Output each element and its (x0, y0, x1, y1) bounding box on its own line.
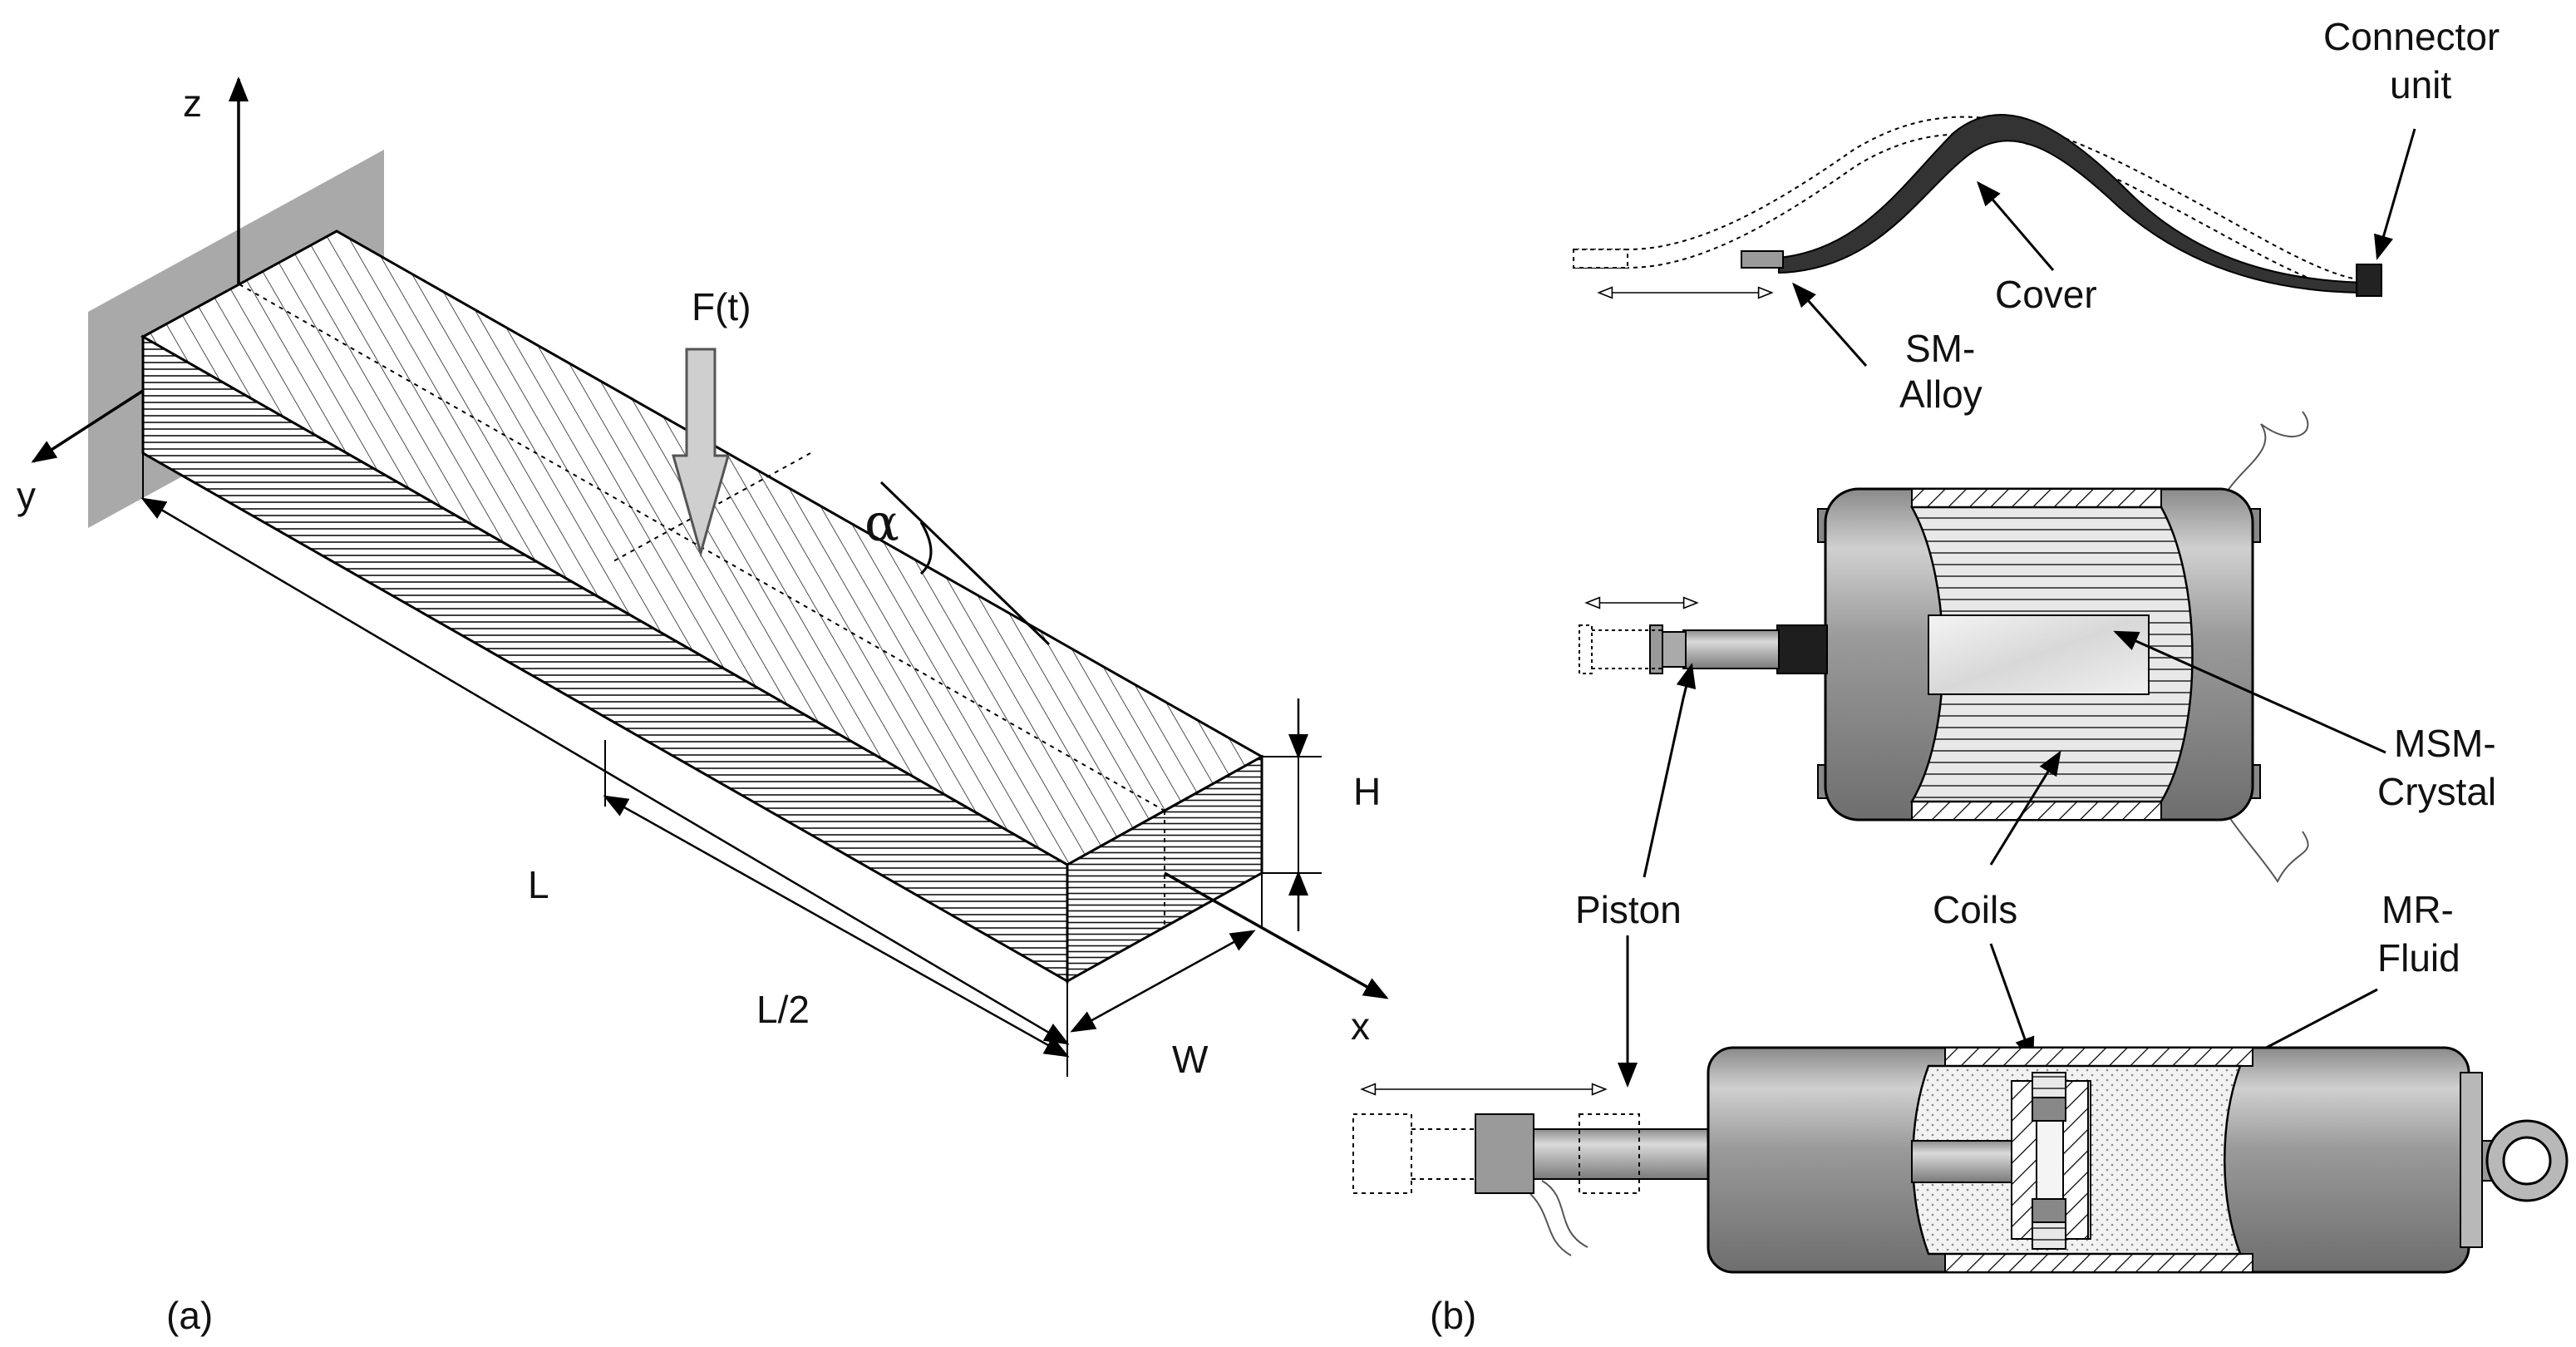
msm-crystal (1928, 614, 2150, 695)
angle-label: α (864, 492, 899, 553)
coil-top (2032, 1072, 2066, 1100)
msm-label-2: Crystal (2377, 770, 2496, 813)
panel-b: Connector unit Cover SM- Alloy (1352, 15, 2569, 1337)
y-axis (31, 389, 144, 463)
half-length-dimension (603, 795, 1070, 1058)
coil-bottom (2032, 1221, 2066, 1250)
mr-label-1: MR- (2381, 888, 2454, 931)
panel-a: z y x F(t) α L L/2 W H (a) (17, 76, 1389, 1337)
mr-damper (1352, 1046, 2569, 1274)
sm-label-2: Alloy (1899, 373, 1982, 416)
cover-label: Cover (1995, 273, 2097, 316)
mr-label-2: Fluid (2377, 936, 2460, 979)
y-axis-label: y (17, 474, 36, 517)
half-length-label: L/2 (756, 988, 810, 1031)
msm-label-1: MSM- (2394, 722, 2496, 765)
width-label: W (1172, 1038, 1209, 1081)
connector-label-1: Connector (2323, 15, 2500, 58)
piston-label: Piston (1575, 888, 1682, 931)
coils-label: Coils (1933, 888, 2017, 931)
width-dimension (1070, 930, 1256, 1033)
height-label: H (1353, 770, 1381, 813)
connector-unit (2356, 264, 2382, 297)
connector-label-2: unit (2390, 63, 2451, 106)
x-axis-label: x (1351, 1004, 1370, 1048)
length-label: L (528, 863, 549, 906)
caption-b: (b) (1430, 1294, 1476, 1337)
msm-actuator: MSM- Crystal (1579, 411, 2496, 883)
force-label: F(t) (692, 285, 751, 328)
caption-a: (a) (166, 1294, 213, 1337)
z-axis-label: z (183, 81, 202, 125)
x-axis (1164, 871, 1389, 999)
sm-label-1: SM- (1905, 327, 1975, 370)
sma-actuator: Connector unit Cover SM- Alloy (1573, 15, 2500, 416)
